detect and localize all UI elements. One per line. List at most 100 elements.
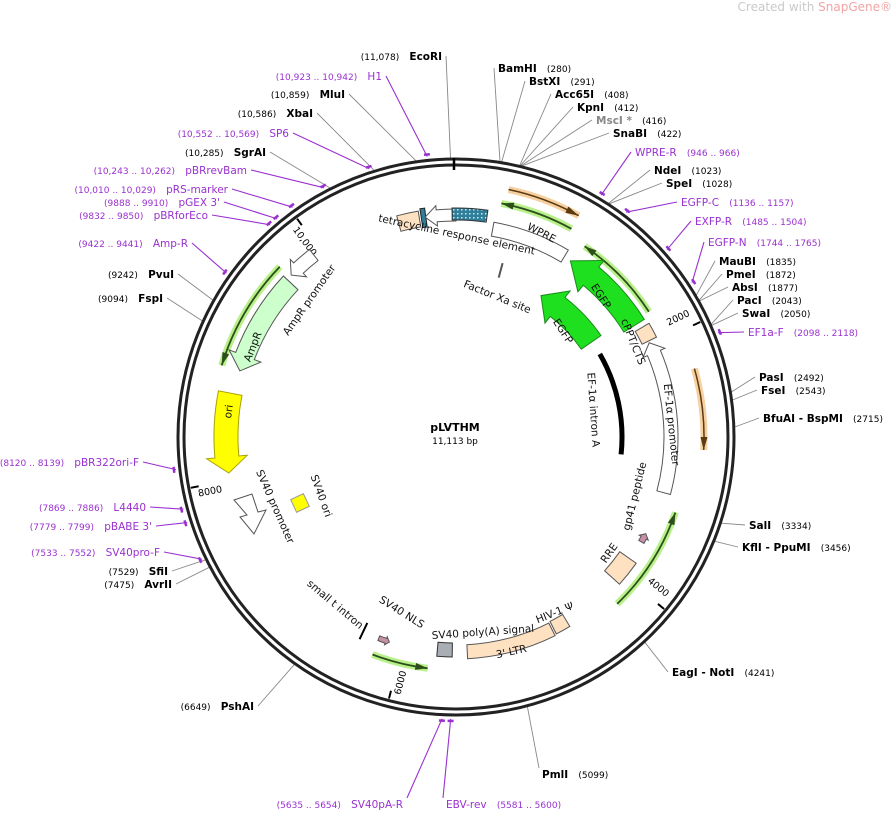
enzyme-label[interactable]: MscI * (416): [596, 109, 666, 128]
enzyme-position: (1872): [766, 271, 796, 281]
enzyme-name: BfuAI - BspMI: [763, 413, 843, 425]
enzyme-leader-line: [445, 55, 451, 159]
arrow-heads: [221, 202, 708, 670]
primer-position: (5581 .. 5600): [497, 801, 561, 811]
primer-name: EF1a-F: [748, 327, 784, 339]
primer-site-mark: [179, 506, 184, 513]
primer-site-mark: [288, 202, 295, 209]
primer-name: pBABE 3': [104, 521, 152, 533]
enzyme-leader-line: [711, 312, 739, 326]
spacer: [168, 191, 178, 210]
enzyme-name: SgrAI: [234, 147, 266, 159]
enzyme-leader-line: [644, 642, 669, 673]
rre-box: [603, 551, 637, 585]
primer-label[interactable]: (7869 .. 7886) L4440: [39, 496, 146, 515]
enzyme-label[interactable]: FseI (2543): [761, 379, 826, 398]
enzyme-position: (3456): [821, 544, 851, 554]
primer-label[interactable]: EGFP-N (1744 .. 1765): [708, 231, 821, 250]
watermark-brand: SnapGene®: [818, 0, 892, 14]
primer-label[interactable]: (8120 .. 8139) pBR322ori-F: [0, 451, 139, 470]
enzyme-name: AvrII: [144, 579, 172, 591]
primer-site-mark: [272, 214, 280, 221]
enzyme-label[interactable]: (10,586) XbaI: [238, 102, 313, 121]
spacer: [784, 321, 794, 340]
enzyme-leader-line: [166, 297, 203, 322]
primer-site-mark: [598, 190, 606, 197]
enzyme-name: PshAI: [221, 701, 254, 713]
primer-label[interactable]: (10,552 .. 10,569) SP6: [178, 122, 290, 141]
enzyme-label[interactable]: SwaI (2050): [742, 302, 810, 321]
primer-label[interactable]: (7533 .. 7552) SV40pro-F: [31, 541, 160, 560]
enzyme-label[interactable]: Acc65I (408): [555, 83, 628, 102]
enzyme-label[interactable]: KflI - PpuMI (3456): [742, 536, 851, 555]
primer-site-mark: [717, 328, 723, 336]
label-small-t-intron: small t intron: [304, 578, 365, 632]
primer-label[interactable]: (9832 .. 9850) pBRforEco: [79, 204, 208, 223]
enzyme-name: SpeI: [666, 178, 692, 190]
arrow-head: [501, 202, 515, 210]
enzyme-label[interactable]: (9094) FspI: [98, 287, 163, 306]
enzyme-label[interactable]: BfuAI - BspMI (2715): [763, 407, 883, 426]
primer-name: pRS-marker: [166, 184, 229, 196]
enzyme-label[interactable]: (7529) SfiI: [109, 560, 168, 579]
primer-label[interactable]: EBV-rev (5581 .. 5600): [446, 793, 561, 812]
enzyme-label[interactable]: PasI (2492): [759, 366, 824, 385]
enzyme-label[interactable]: AbsI (1877): [732, 276, 798, 295]
enzyme-label[interactable]: MauBI (1835): [719, 250, 796, 269]
primer-label[interactable]: EF1a-F (2098 .. 2118): [748, 321, 858, 340]
primer-label[interactable]: (9888 .. 9910) pGEX 3': [104, 191, 220, 210]
plasmid-name: pLVTHM: [430, 421, 480, 434]
enzyme-label[interactable]: (9242) PvuI: [108, 263, 174, 282]
enzyme-label[interactable]: EagI - NotI (4241): [672, 661, 774, 680]
spacer: [138, 263, 148, 282]
enzyme-name: EagI - NotI: [672, 667, 734, 679]
spacer: [143, 232, 153, 251]
hiv-psi-box: [549, 613, 571, 635]
enzyme-label[interactable]: (10,285) SgrAI: [185, 141, 266, 160]
enzyme-label[interactable]: SnaBI (422): [613, 122, 681, 141]
enzyme-label[interactable]: (10,859) MluI: [271, 83, 345, 102]
enzyme-label[interactable]: BamHI (280): [498, 57, 571, 76]
enzyme-label[interactable]: (7475) AvrII: [104, 573, 172, 592]
enzyme-label[interactable]: PacI (2043): [737, 289, 802, 308]
enzyme-position: (7529): [109, 568, 139, 578]
primer-label[interactable]: (10,923 .. 10,942) H1: [276, 65, 382, 84]
primer-position: (5635 .. 5654): [277, 801, 341, 811]
primer-name: H1: [367, 71, 382, 83]
tick-mark: [190, 485, 199, 489]
enzyme-label[interactable]: NdeI (1023): [654, 159, 721, 178]
primer-label[interactable]: (10,010 .. 10,029) pRS-marker: [74, 178, 228, 197]
spacer: [681, 159, 691, 178]
primer-leader-line: [442, 718, 452, 799]
enzyme-label[interactable]: SalI (3334): [749, 514, 811, 533]
primer-label[interactable]: (5635 .. 5654) SV40pA-R: [277, 793, 403, 812]
enzyme-name: BstXI: [529, 76, 560, 88]
ori-arrow: [205, 390, 249, 474]
enzyme-label[interactable]: (11,078) EcoRI: [361, 45, 442, 64]
primer-name: WPRE-R: [635, 147, 677, 159]
primer-label[interactable]: (7779 .. 7799) pBABE 3': [30, 515, 152, 534]
primer-name: pGEX 3': [178, 197, 220, 209]
enzyme-leader-line: [608, 169, 651, 204]
primer-leader-line: [155, 522, 188, 527]
enzyme-label[interactable]: PmeI (1872): [726, 263, 796, 282]
enzyme-label[interactable]: SpeI (1028): [666, 172, 732, 191]
enzyme-label[interactable]: (6649) PshAI: [181, 695, 254, 714]
primer-position: (7533 .. 7552): [31, 549, 95, 559]
sv40-promoter-arrow: [233, 493, 267, 535]
enzyme-leader-line: [177, 273, 214, 301]
primer-label[interactable]: EGFP-C (1136 .. 1157): [681, 191, 794, 210]
enzyme-label[interactable]: BstXI (291): [529, 70, 595, 89]
spacer: [770, 302, 780, 321]
primer-label[interactable]: EXFP-R (1485 .. 1504): [695, 210, 807, 229]
primer-label[interactable]: (10,243 .. 10,262) pBRrevBam: [94, 159, 247, 178]
primer-label[interactable]: WPRE-R (946 .. 966): [635, 141, 740, 160]
primer-label[interactable]: (9422 .. 9441) Amp-R: [78, 232, 188, 251]
spacer: [719, 191, 729, 210]
enzyme-label[interactable]: PmlI (5099): [542, 763, 608, 782]
enzyme-leader-line: [695, 260, 716, 296]
enzyme-label[interactable]: KpnI (412): [577, 96, 638, 115]
enzyme-name: EcoRI: [409, 51, 442, 63]
enzyme-name: MscI *: [596, 115, 632, 127]
